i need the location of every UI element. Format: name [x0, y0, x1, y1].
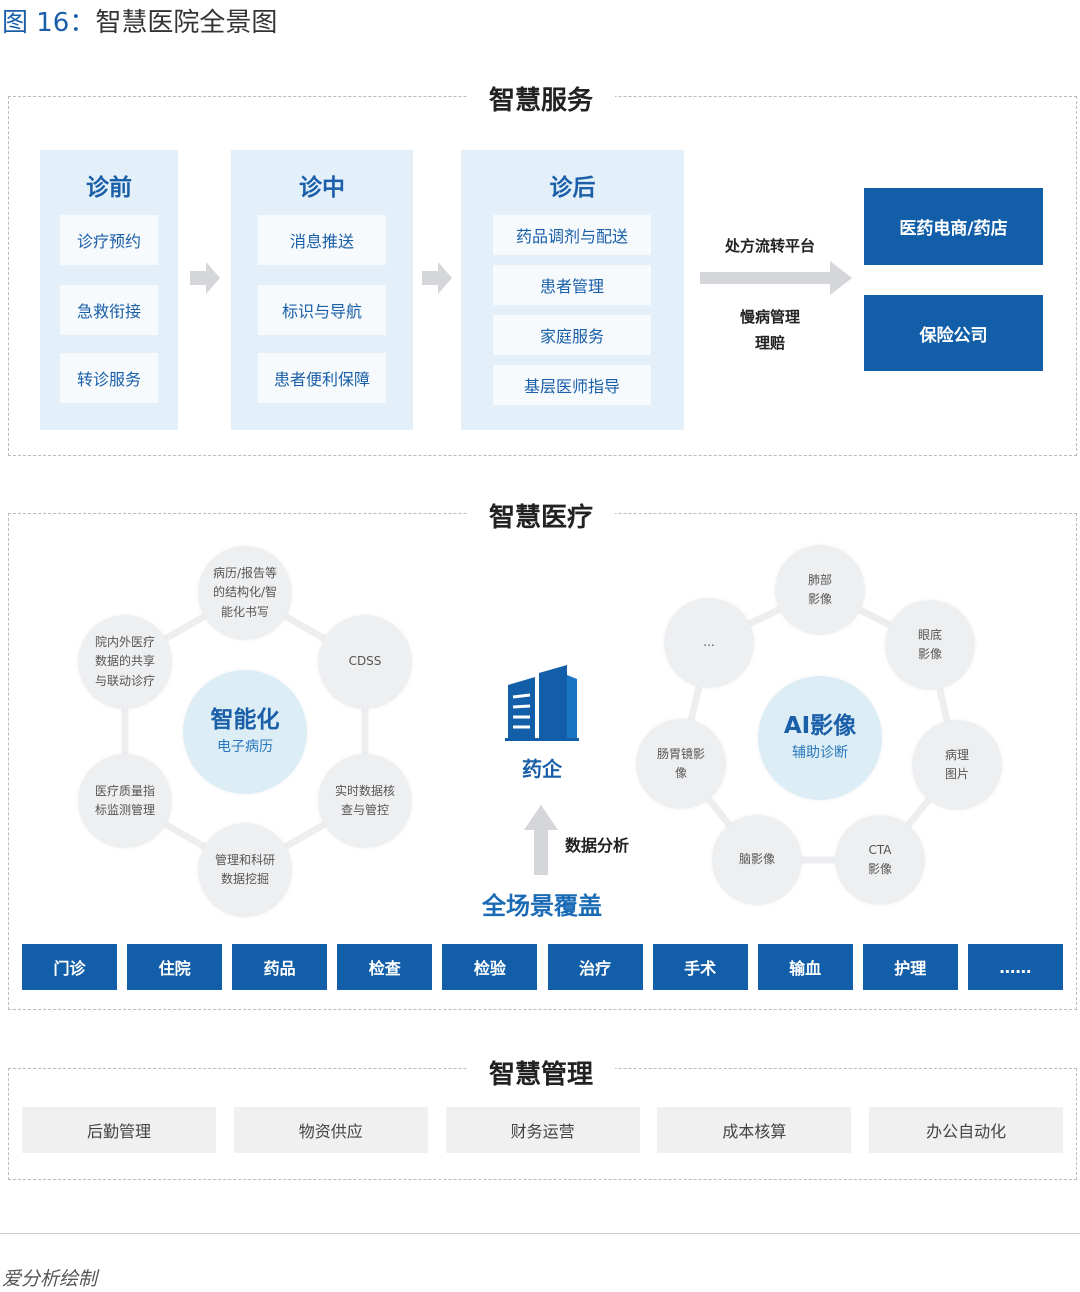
figure-title: 图 16：智慧医院全景图	[2, 8, 278, 38]
service-title: 智慧服务	[466, 80, 616, 117]
service-item: 药品调剂与配送	[493, 215, 651, 255]
emr-node: CDSS	[318, 615, 412, 709]
scene-7: 输血	[757, 944, 853, 990]
service-item: 诊疗预约	[60, 215, 158, 265]
insurance-box: 保险公司	[864, 295, 1043, 371]
emr-node: 病历/报告等 的结构化/智 能化书写	[198, 546, 292, 640]
ai-imaging-node: 眼底 影像	[885, 600, 975, 690]
prescription-platform-label: 处方流转平台	[724, 237, 815, 255]
scene-5: 治疗	[547, 944, 643, 990]
scene-8: 护理	[862, 944, 958, 990]
footer-source: 爱分析绘制	[2, 1268, 98, 1290]
emr-node: 实时数据核 查与管控	[318, 754, 412, 848]
service-item: 急救衔接	[60, 285, 158, 335]
emr-node: 院内外医疗 数据的共享 与联动诊疗	[78, 615, 172, 709]
in-visit-column: 诊中 消息推送 标识与导航 患者便利保障	[231, 150, 413, 430]
pharmacy-ecommerce-box: 医药电商/药店	[864, 188, 1043, 265]
management-item: 成本核算	[657, 1107, 852, 1153]
divider	[0, 1233, 1080, 1234]
service-item: 消息推送	[258, 215, 386, 265]
scene-2: 药品	[232, 944, 328, 990]
ai-imaging-node: 肠胃镜影 像	[636, 719, 726, 809]
service-item: 家庭服务	[493, 315, 651, 355]
pharma-label: 药企	[522, 757, 562, 781]
emr-node: 管理和科研 数据挖掘	[198, 823, 292, 917]
scene-3: 检查	[337, 944, 433, 990]
ai-imaging-node: CTA 影像	[835, 815, 925, 905]
service-item: 标识与导航	[258, 285, 386, 335]
service-item: 患者便利保障	[258, 353, 386, 403]
medical-title: 智慧医疗	[466, 497, 616, 534]
coverage-label: 全场景覆盖	[482, 892, 602, 920]
management-item: 后勤管理	[22, 1107, 216, 1153]
scene-1: 住院	[127, 944, 223, 990]
ai-imaging-center: AI影像辅助诊断	[758, 676, 882, 800]
management-item: 财务运营	[445, 1107, 640, 1153]
scene-0: 门诊	[22, 944, 117, 990]
pre-visit-column: 诊前 诊疗预约 急救衔接 转诊服务	[40, 150, 178, 430]
scene-6: 手术	[652, 944, 748, 990]
post-visit-column: 诊后 药品调剂与配送 患者管理 家庭服务 基层医师指导	[461, 150, 684, 430]
service-item: 基层医师指导	[493, 365, 651, 405]
building-icon	[505, 665, 579, 741]
emr-node: 医疗质量指 标监测管理	[78, 754, 172, 848]
data-analysis-label: 数据分析	[565, 836, 630, 855]
management-title: 智慧管理	[466, 1054, 616, 1091]
ai-imaging-node: ...	[664, 598, 754, 688]
scene-9: ……	[967, 944, 1063, 990]
arrow-icon	[190, 261, 852, 875]
emr-center: 智能化电子病历	[183, 670, 307, 794]
emr-center-subtitle: 电子病历	[217, 738, 273, 755]
service-item: 患者管理	[493, 265, 651, 305]
management-item: 物资供应	[233, 1107, 428, 1153]
ai-imaging-node: 脑影像	[712, 815, 802, 905]
service-item: 转诊服务	[60, 353, 158, 403]
scene-4: 检验	[442, 944, 538, 990]
chronic-claims-label: 慢病管理理赔	[739, 308, 800, 352]
ai-imaging-node: 肺部 影像	[775, 545, 865, 635]
emr-center-title: 智能化	[210, 706, 280, 733]
ai-imaging-node: 病理 图片	[912, 720, 1002, 810]
ai-imaging-center-subtitle: 辅助诊断	[792, 744, 848, 761]
ai-imaging-center-title: AI影像	[783, 712, 857, 739]
management-item: 办公自动化	[869, 1107, 1064, 1153]
